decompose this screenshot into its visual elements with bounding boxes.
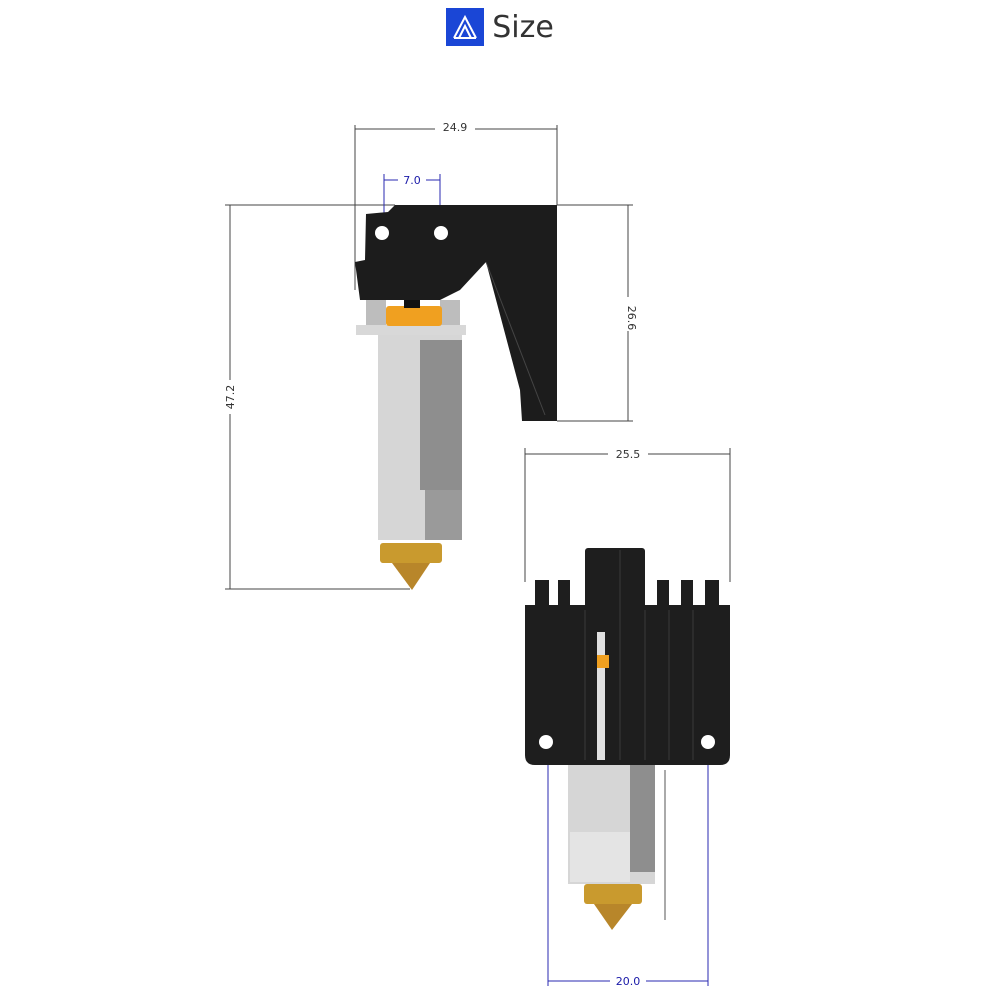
total-height-label: 47.2 [224, 385, 237, 410]
brass-nozzle [584, 884, 642, 904]
heatsink-width-label: 25.5 [616, 448, 641, 461]
bracket-width-label: 24.9 [443, 121, 468, 134]
page-title: Size [492, 9, 554, 45]
front-view: 25.5 20.0 [524, 446, 731, 988]
heatsink [525, 605, 730, 765]
brand-logo-icon [446, 8, 485, 46]
orange-nut [386, 306, 442, 326]
brass-nozzle [380, 543, 442, 563]
header: Size [0, 8, 1000, 46]
orange-nut [597, 655, 609, 668]
screw [366, 300, 386, 330]
side-view: 24.9 7.0 47.2 26.6 [223, 120, 638, 590]
mount-hole-spacing-label: 20.0 [616, 975, 641, 988]
mount-hole [434, 226, 448, 240]
mount-bracket [355, 205, 557, 421]
bracket-height-label: 26.6 [625, 306, 638, 331]
hole-spacing-label: 7.0 [403, 174, 421, 187]
mount-hole [701, 735, 715, 749]
mount-hole [539, 735, 553, 749]
mount-hole [375, 226, 389, 240]
